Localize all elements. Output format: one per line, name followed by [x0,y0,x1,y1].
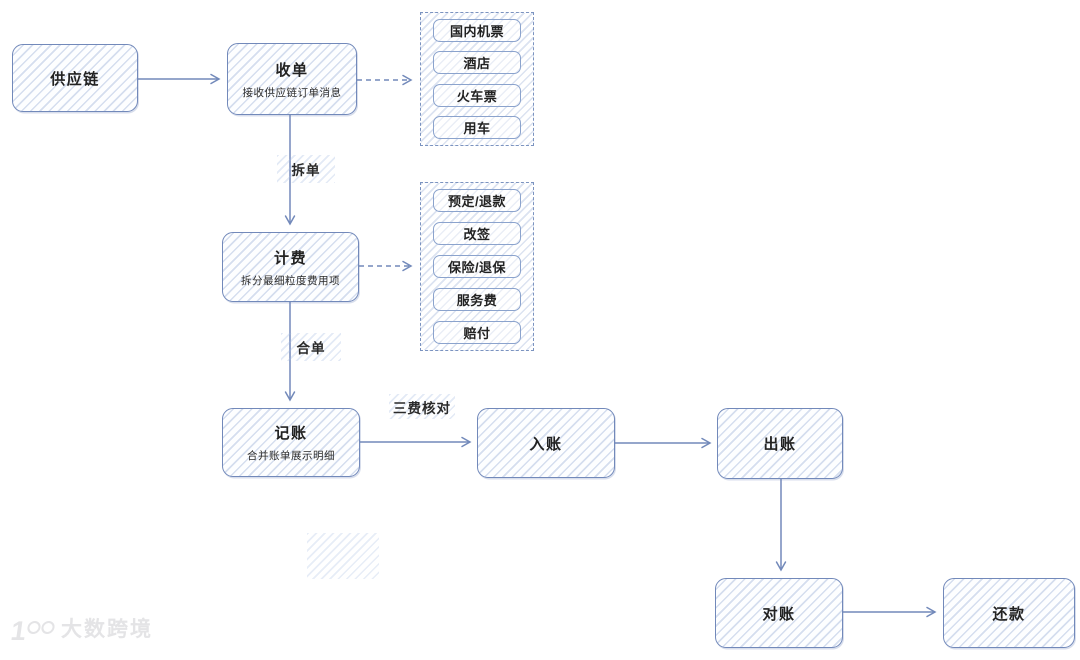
node-billing: 计费 拆分最细粒度费用项 [222,232,359,302]
node-credit-in: 入账 [477,408,615,478]
brand-logo-one: 1 [8,616,29,646]
brand-watermark-text: 大数跨境 [61,618,154,641]
group-item-booking-refund: 预定/退款 [433,189,521,212]
node-reconciliation: 对账 [715,578,843,648]
node-supply-chain: 供应链 [12,44,138,112]
node-receive-order-subtitle: 接收供应链订单消息 [242,86,342,99]
group-item-compensation: 赔付 [433,321,521,344]
edge-label-three-fee-check: 三费核对 [389,394,455,419]
node-billing-label: 计费 [273,249,307,267]
group-item-hotel: 酒店 [433,51,521,75]
group-fee-types: 预定/退款 改签 保险/退保 服务费 赔付 [420,182,534,351]
group-item-domestic-flight: 国内机票 [433,19,521,42]
group-item-service-fee: 服务费 [433,288,521,311]
node-billing-subtitle: 拆分最细粒度费用项 [241,274,340,287]
node-pay-out-label: 出账 [763,436,797,453]
node-bookkeeping-label: 记账 [274,425,308,442]
group-item-rebooking: 改签 [433,222,521,245]
node-credit-in-label: 入账 [529,435,563,453]
node-supply-chain-label: 供应链 [50,70,100,88]
node-bookkeeping-subtitle: 合并账单展示明细 [247,450,335,462]
group-order-types: 国内机票 酒店 火车票 用车 [420,12,534,146]
brand-logo-ring-icon [40,621,56,634]
group-item-insurance-surrender: 保险/退保 [433,255,521,278]
edge-label-split-order: 拆单 [277,155,335,183]
node-receive-order-label: 收单 [275,61,309,79]
node-receive-order: 收单 接收供应链订单消息 [227,43,357,115]
node-repayment-label: 还款 [992,605,1026,623]
stray-hatch-patch [307,533,379,579]
node-repayment: 还款 [943,578,1075,648]
group-item-train-ticket: 火车票 [433,83,521,107]
brand-watermark: 1 大数跨境 [8,616,154,646]
node-bookkeeping: 记账 合并账单展示明细 [222,408,360,477]
node-reconciliation-label: 对账 [762,605,796,623]
group-item-car: 用车 [433,115,521,139]
brand-logo-ring-icon [26,621,42,634]
edge-label-merge-order: 合单 [281,333,341,361]
node-pay-out: 出账 [717,408,843,479]
brand-logo-icon: 1 [8,616,56,646]
